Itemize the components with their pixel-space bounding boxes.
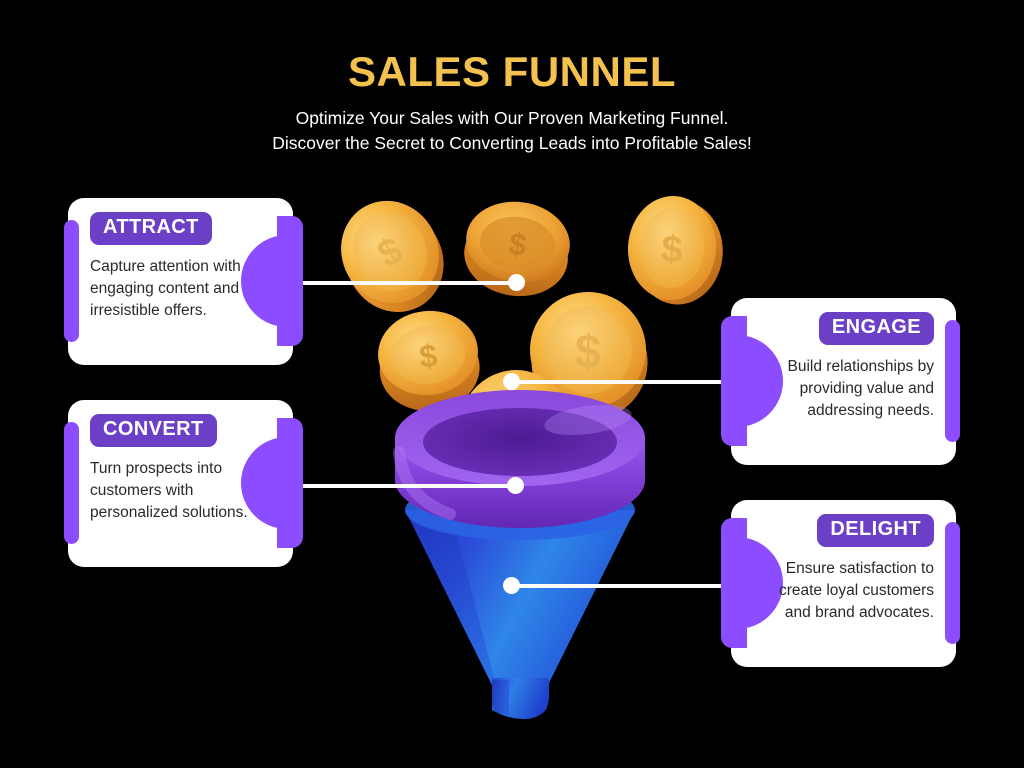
funnel-and-coins-graphic: $ $ $ $ — [341, 196, 723, 720]
card-convert-connector-bar — [241, 418, 303, 548]
subtitle-line-1: Optimize Your Sales with Our Proven Mark… — [295, 108, 729, 129]
svg-text:$: $ — [660, 228, 684, 271]
card-attract-connector-bar — [241, 216, 303, 346]
card-engage[interactable]: ENGAGE Build relationships by providing … — [721, 298, 960, 465]
card-engage-connector-bar — [721, 316, 783, 446]
svg-text:$: $ — [507, 226, 529, 263]
funnel-spout — [492, 678, 549, 720]
header: SALES FUNNEL Optimize Your Sales with Ou… — [0, 48, 1024, 157]
connector-dot-engage — [503, 373, 520, 390]
gold-coin-1: $ — [341, 200, 444, 312]
description-delight: Ensure satisfaction to create loyal cust… — [778, 559, 934, 621]
card-attract[interactable]: ATTRACT Capture attention with engaging … — [64, 198, 303, 365]
subtitle-line-2: Discover the Secret to Converting Leads … — [272, 133, 752, 154]
description-convert: Turn prospects into customers with perso… — [90, 459, 248, 521]
badge-delight: DELIGHT — [817, 514, 934, 547]
card-delight-edge-bar — [945, 522, 960, 644]
description-attract: Capture attention with engaging content … — [90, 257, 241, 319]
connector-dot-attract — [508, 274, 525, 291]
card-attract-edge-bar — [64, 220, 79, 342]
funnel-rim — [393, 390, 645, 528]
description-engage: Build relationships by providing value a… — [787, 357, 934, 419]
badge-attract: ATTRACT — [90, 212, 212, 245]
badge-engage: ENGAGE — [818, 312, 934, 345]
funnel-illustration: $ $ $ $ — [300, 180, 760, 740]
card-engage-edge-bar — [945, 320, 960, 442]
gold-coin-2: $ — [464, 201, 570, 297]
card-convert[interactable]: CONVERT Turn prospects into customers wi… — [64, 400, 303, 567]
connector-dot-delight — [503, 577, 520, 594]
connector-line-delight — [511, 584, 725, 588]
gold-coin-4: $ — [378, 310, 480, 412]
card-delight-connector-bar — [721, 518, 783, 648]
gold-coin-5: $ — [530, 292, 648, 421]
connector-dot-convert — [507, 477, 524, 494]
badge-convert: CONVERT — [90, 414, 217, 447]
page-subtitle: Optimize Your Sales with Our Proven Mark… — [0, 106, 1024, 157]
page-title: SALES FUNNEL — [347, 48, 676, 95]
card-convert-edge-bar — [64, 422, 79, 544]
gold-coin-3: $ — [627, 196, 723, 305]
card-delight[interactable]: DELIGHT Ensure satisfaction to create lo… — [721, 500, 960, 667]
svg-text:$: $ — [574, 326, 603, 380]
connector-line-convert — [300, 484, 518, 488]
connector-line-engage — [511, 380, 725, 384]
svg-text:$: $ — [418, 337, 440, 375]
connector-line-attract — [300, 281, 518, 285]
